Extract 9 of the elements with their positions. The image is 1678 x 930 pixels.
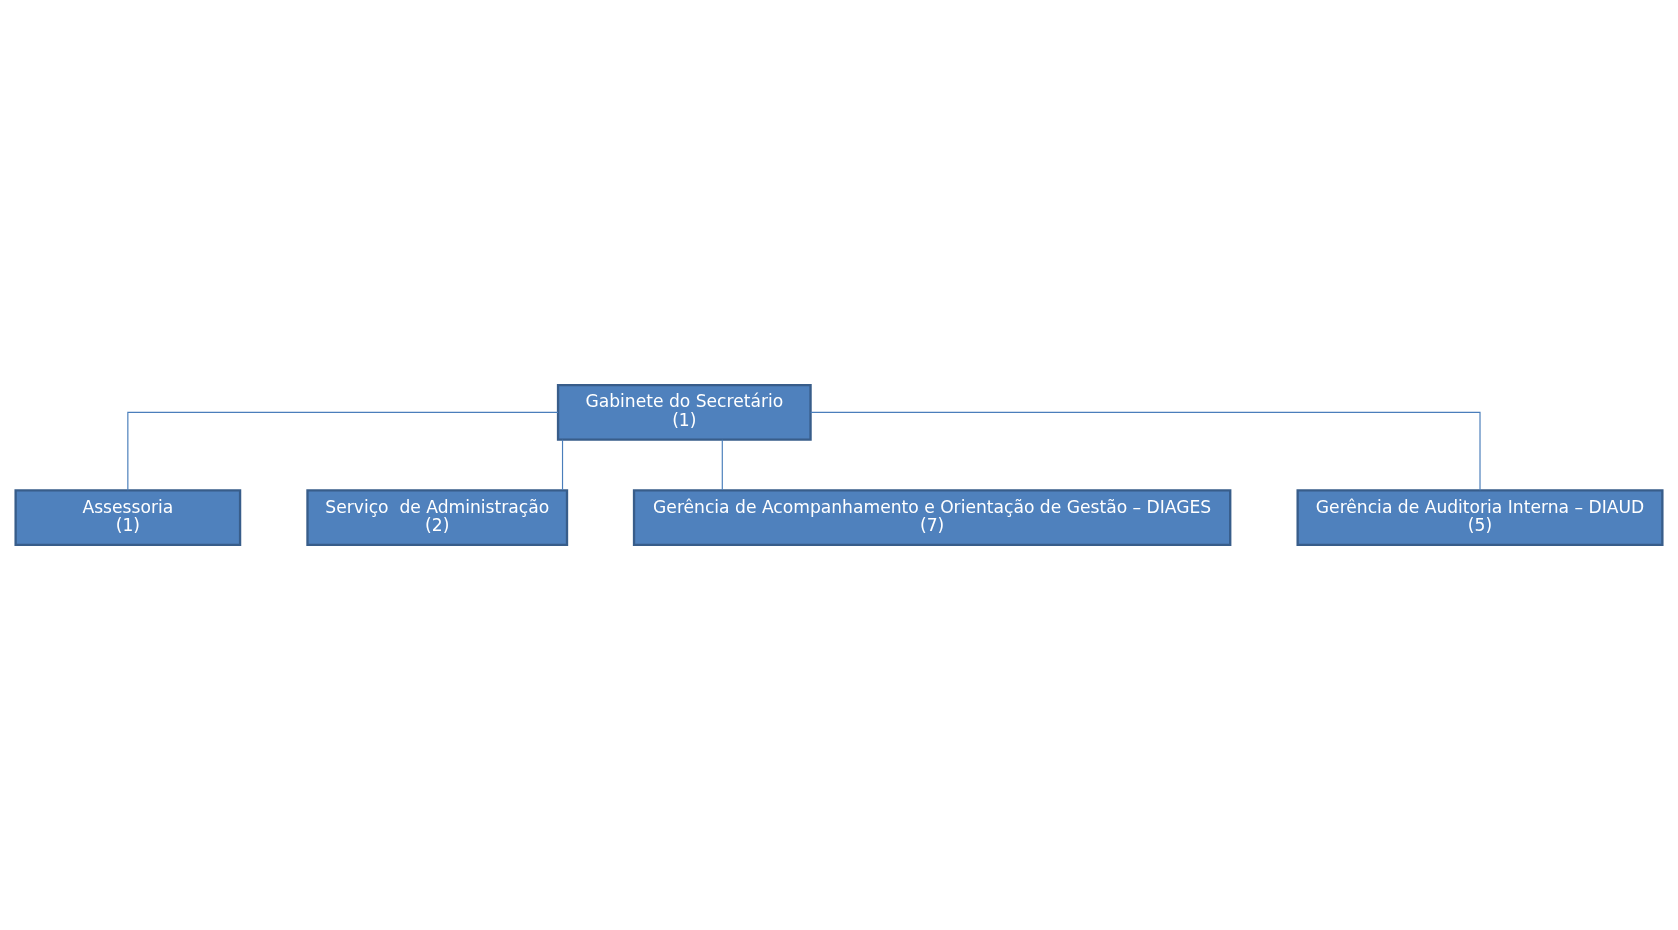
connector (561, 439, 564, 491)
node-box: Gabinete do Secretário (1) (556, 383, 812, 441)
node-box: Gerência de Auditoria Interna – DIAUD (5) (1296, 489, 1664, 547)
connector (721, 439, 723, 491)
connector (810, 411, 1481, 491)
node-box: Assessoria (1) (14, 489, 242, 547)
node-box: Gerência de Acompanhamento e Orientação de Gestão – DIAGES (7) (632, 489, 1232, 547)
connector (127, 411, 559, 491)
node-box: Serviço de Administração (2) (306, 489, 569, 547)
